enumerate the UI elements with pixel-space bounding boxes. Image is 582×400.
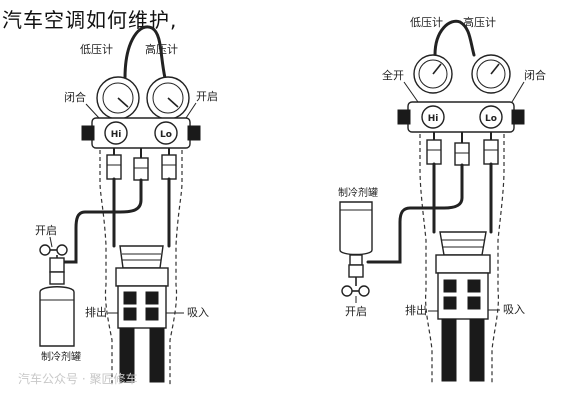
right-high-gauge-label: 高压计 bbox=[463, 15, 496, 29]
right-low-gauge-label: 低压计 bbox=[410, 16, 443, 29]
right-suction-label: 吸入 bbox=[503, 303, 525, 316]
left-can-valve-label: 开启 bbox=[35, 224, 57, 237]
right-manifold-diagram: 低压计 高压计 全开 闭合 Hi Lo 制冷剂罐 bbox=[338, 15, 546, 385]
right-center-hose bbox=[366, 163, 464, 264]
left-manifold-diagram: 低压计 高压计 闭合 开启 Hi Lo bbox=[18, 25, 218, 386]
left-center-hose bbox=[62, 178, 143, 264]
left-refrigerant-can bbox=[39, 271, 75, 347]
right-can-valve-label: 开启 bbox=[345, 305, 367, 318]
left-discharge-label: 排出 bbox=[85, 305, 107, 319]
left-low-gauge-label: 低压计 bbox=[80, 43, 113, 56]
left-low-valve-label: 闭合 bbox=[64, 90, 86, 104]
left-high-gauge-label: 高压计 bbox=[145, 42, 178, 56]
left-compressor bbox=[115, 245, 169, 383]
right-compressor bbox=[435, 231, 491, 382]
left-watermark: 汽车公众号 · 聚匠修车 bbox=[18, 371, 137, 386]
right-discharge-label: 排出 bbox=[405, 303, 427, 317]
left-top-hose bbox=[123, 25, 167, 80]
left-lo-knob-label: Lo bbox=[160, 130, 172, 140]
right-flow-dashed-line bbox=[419, 134, 505, 385]
right-lo-knob-label: Lo bbox=[485, 114, 497, 124]
right-low-valve-label: 全开 bbox=[382, 68, 404, 82]
right-high-valve-label: 闭合 bbox=[524, 68, 546, 82]
right-refrigerant-can bbox=[339, 201, 373, 278]
right-refrigerant-can-label: 制冷剂罐 bbox=[338, 186, 378, 199]
left-high-valve-label: 开启 bbox=[196, 90, 218, 103]
right-hi-knob-label: Hi bbox=[428, 114, 439, 124]
left-hi-knob-label: Hi bbox=[111, 130, 122, 140]
left-refrigerant-can-label: 制冷剂罐 bbox=[41, 350, 81, 363]
left-suction-label: 吸入 bbox=[187, 306, 209, 319]
right-top-hose bbox=[433, 19, 476, 57]
left-flow-dashed-line bbox=[99, 150, 183, 385]
